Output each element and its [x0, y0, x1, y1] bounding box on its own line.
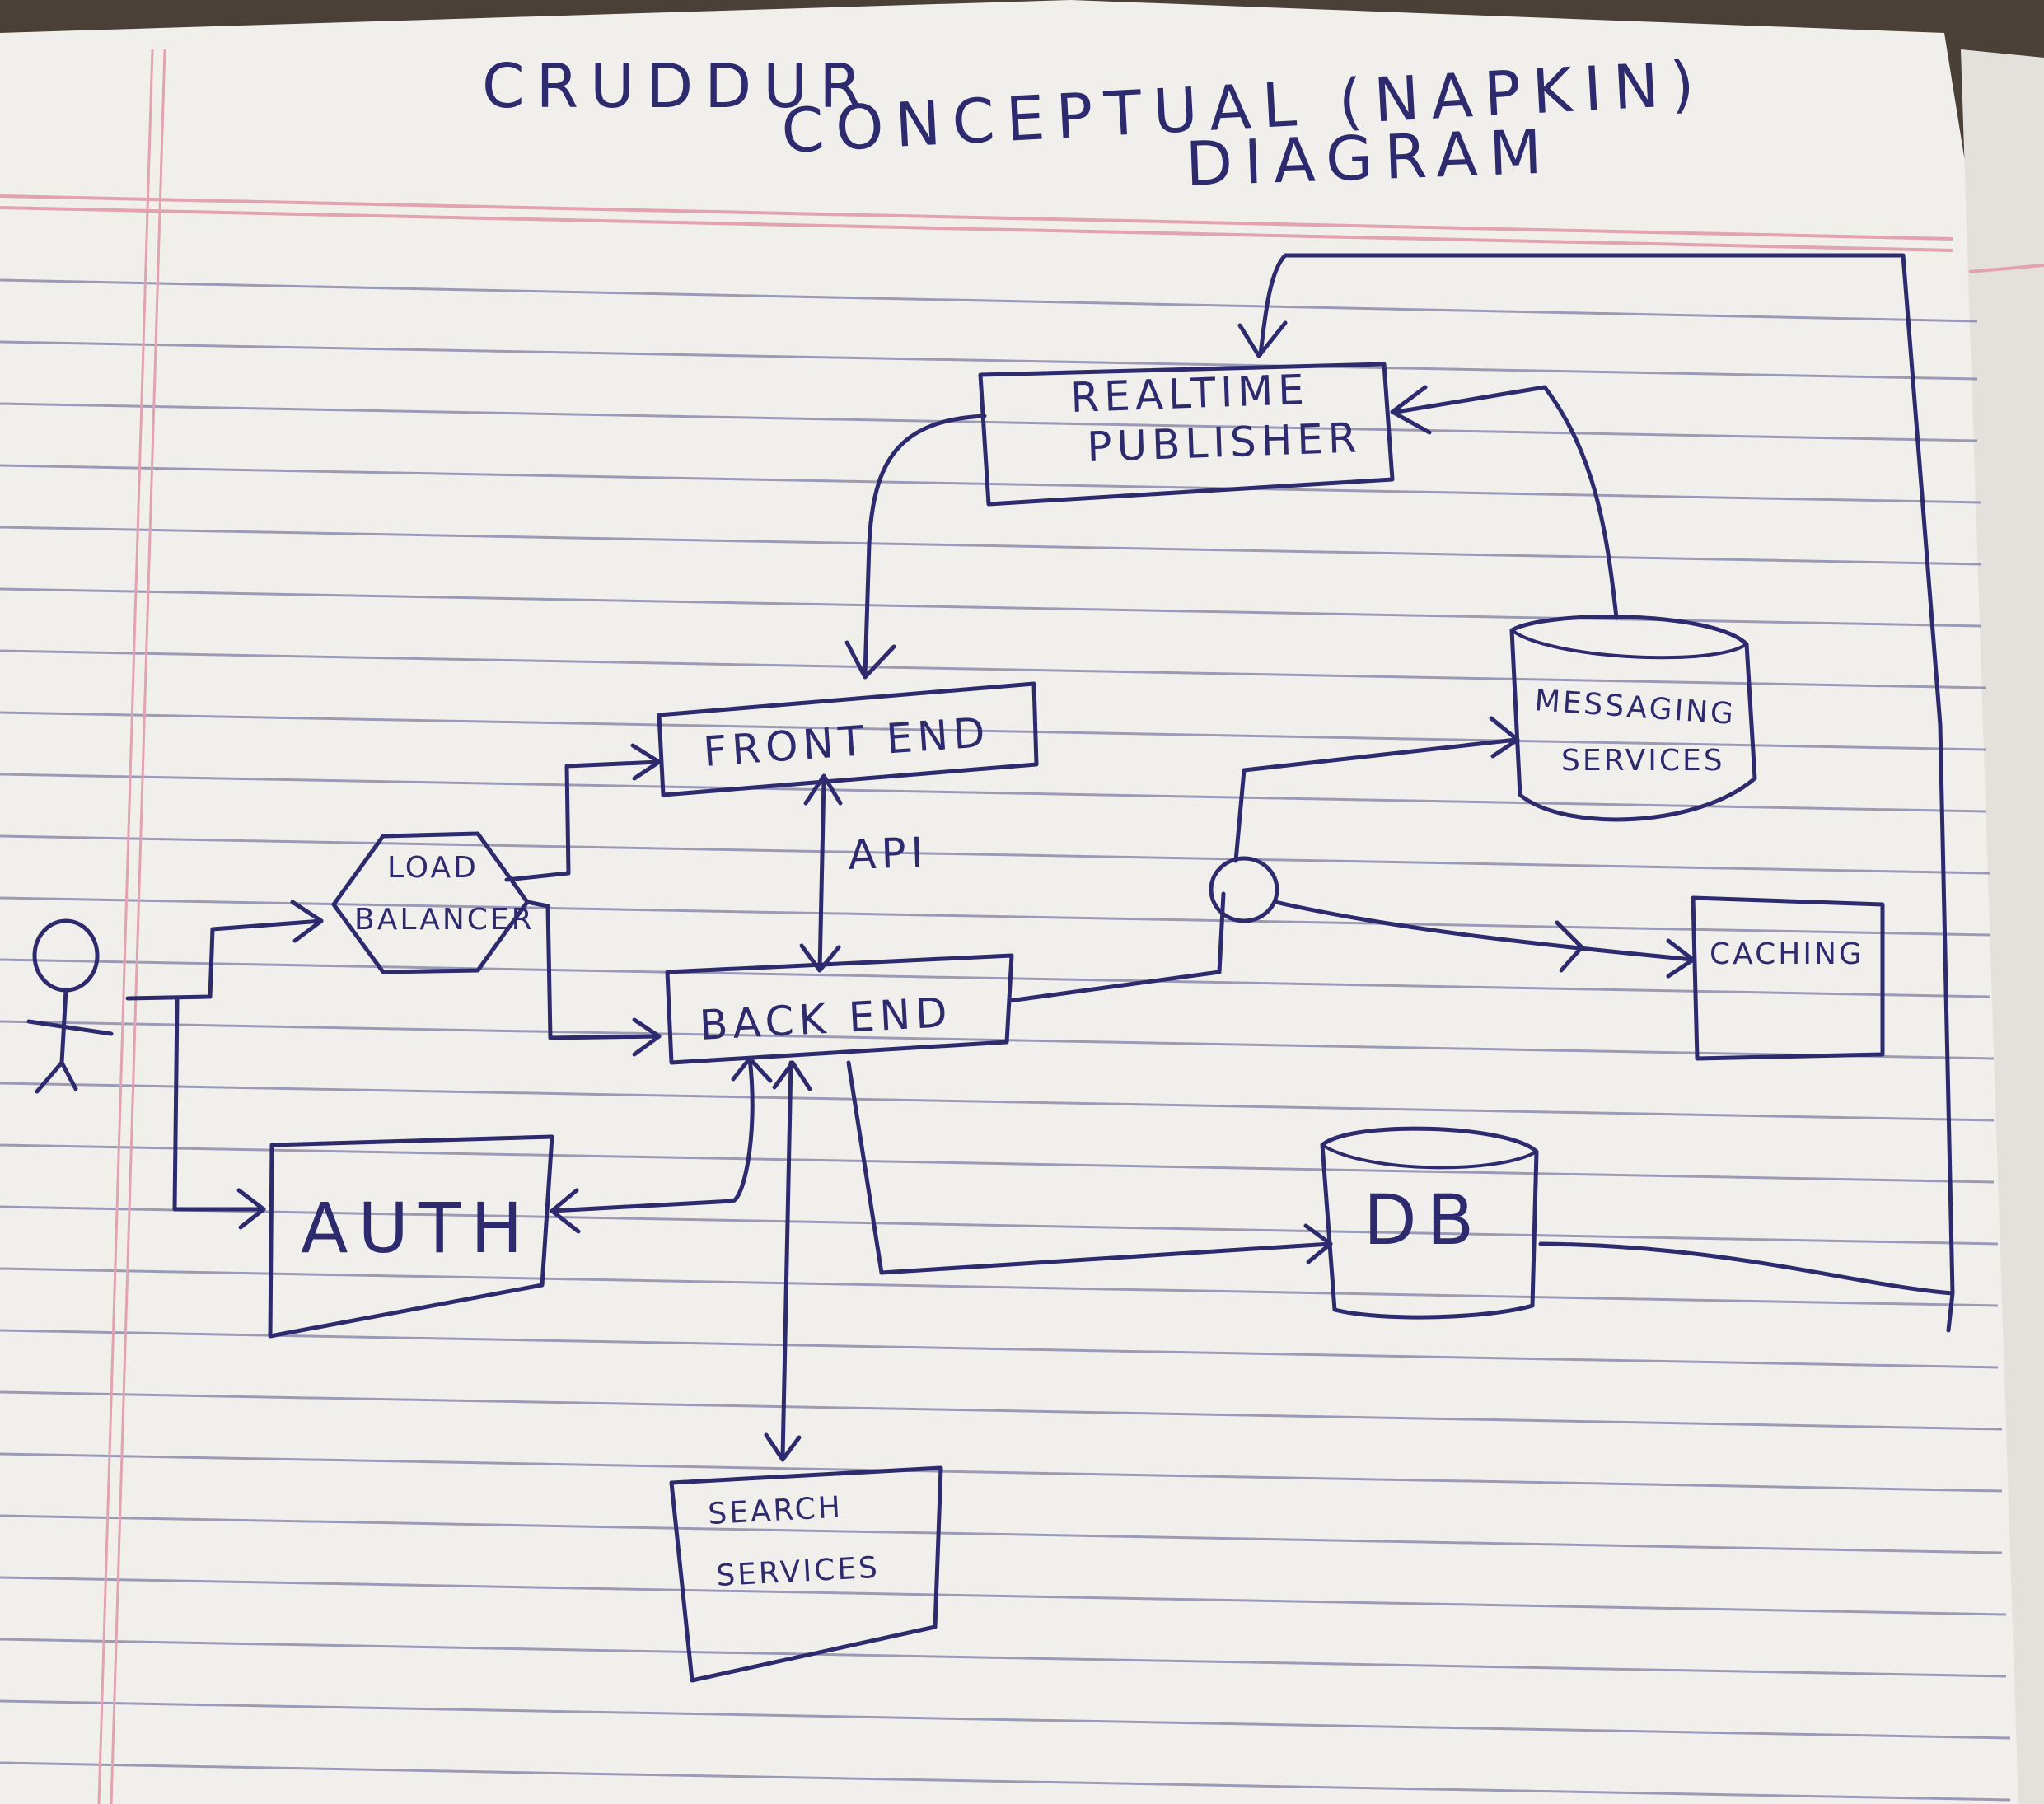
arrowhead-icon [550, 1188, 581, 1234]
arrowhead-icon [844, 640, 896, 680]
arrowhead-icon [630, 743, 662, 781]
load-balancer-label-2: BALANCER [354, 903, 535, 937]
connector-back-end-to-db [846, 1060, 1333, 1275]
header-margin-lines [0, 194, 2044, 273]
load-balancer-label-1: LOAD [387, 851, 479, 885]
search-services-label-1: SEARCH [707, 1490, 844, 1531]
arrowhead-icon [1237, 320, 1288, 358]
title-line-1: CRUDDUR [482, 51, 873, 122]
title-line-3: DIAGRAM [1185, 116, 1555, 200]
connectors [125, 253, 1955, 1462]
node-db: DB [1320, 1126, 1539, 1320]
realtime-publisher-label-1: REALTIME [1069, 366, 1309, 422]
ruled-lines [0, 278, 2011, 1802]
arrowhead-icon [764, 1432, 802, 1462]
node-auth: AUTH [268, 1134, 554, 1339]
connector-messaging-to-publisher [1394, 385, 1619, 620]
arrowhead-icon [772, 1060, 812, 1091]
arrowhead-icon [1555, 920, 1584, 973]
connector-back-end-to-junction [1007, 891, 1226, 1003]
caching-label: CACHING [1710, 937, 1864, 971]
connector-publisher-to-front-end [863, 414, 987, 678]
arrowhead-icon [632, 1017, 662, 1057]
connector-db-loop-to-publisher [1258, 253, 1955, 1333]
node-caching: CACHING [1691, 895, 1885, 1061]
user-stick-figure-icon [26, 918, 114, 1094]
vertical-margin-lines [97, 49, 166, 1804]
junction-circle-icon [1209, 856, 1279, 923]
connector-user-to-auth [172, 996, 266, 1212]
arrowhead-icon [290, 900, 324, 943]
connector-back-end-to-auth [550, 1056, 755, 1213]
arrowhead-icon [799, 943, 841, 973]
messaging-services-label-2: SERVICES [1561, 744, 1725, 778]
arrowhead-icon [236, 1188, 266, 1230]
node-load-balancer: LOAD BALANCER [331, 831, 535, 974]
connector-junction-to-messaging [1233, 737, 1518, 863]
realtime-publisher-label-2: PUBLISHER [1086, 414, 1362, 471]
connector-lb-to-front-end [504, 759, 662, 882]
connector-junction-to-caching [1273, 900, 1696, 962]
node-realtime-publisher: REALTIME PUBLISHER [978, 362, 1395, 507]
connector-lb-to-back-end [525, 900, 662, 1040]
auth-label: AUTH [301, 1188, 532, 1269]
arrowhead-icon [803, 773, 843, 806]
connector-api [817, 776, 826, 973]
connector-user-to-load-balancer [125, 918, 324, 1001]
api-label: API [847, 829, 928, 879]
arrowhead-icon [1390, 385, 1432, 435]
connector-back-end-to-search [780, 1060, 793, 1460]
db-label: DB [1363, 1180, 1484, 1260]
